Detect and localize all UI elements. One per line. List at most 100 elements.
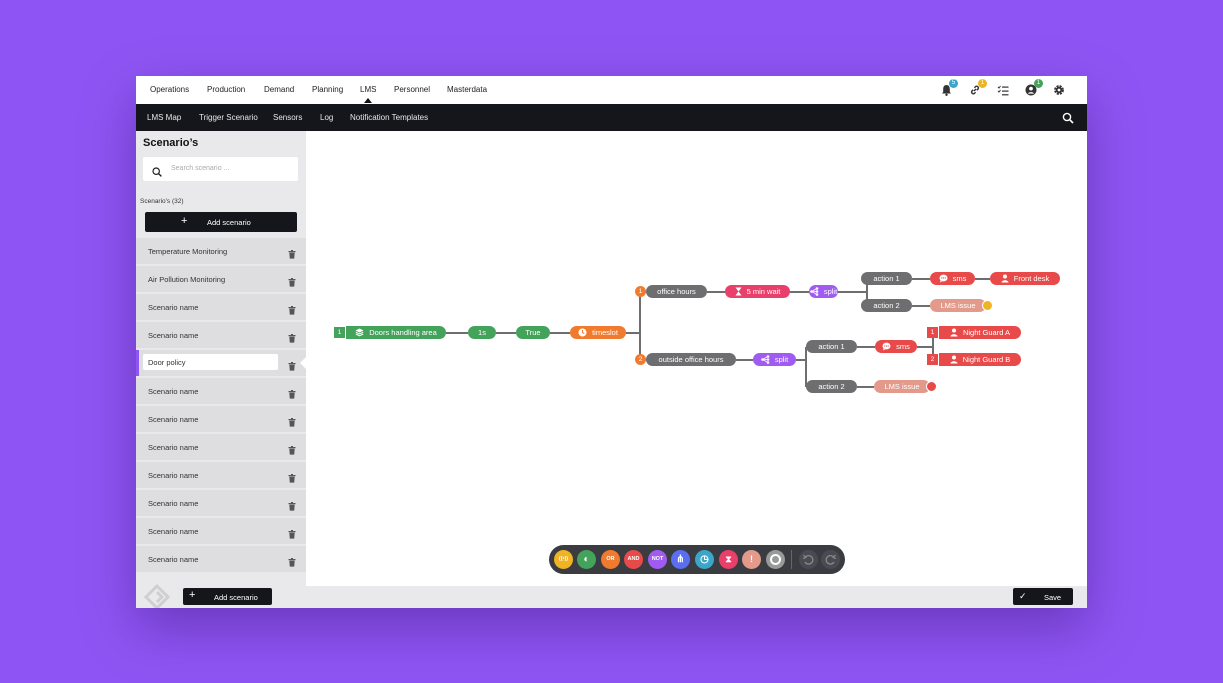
recipient-node[interactable]: Night Guard A <box>939 326 1021 339</box>
search-input[interactable]: Search scenario ... <box>143 157 298 181</box>
trash-icon[interactable] <box>288 498 296 516</box>
scenario-name: Scenario name <box>148 499 199 508</box>
nav-personnel[interactable]: Personnel <box>394 85 431 94</box>
flow-canvas[interactable]: 1 Doors handling area 1s True timeslot 1… <box>306 131 1087 586</box>
trash-icon[interactable] <box>288 274 296 292</box>
gear-icon[interactable] <box>1052 83 1066 97</box>
scenario-list-item[interactable]: Scenario name <box>136 378 306 406</box>
wait-label: 5 min wait <box>746 287 781 296</box>
app-window: Operations Production Demand Planning LM… <box>136 76 1087 608</box>
recipient-node[interactable]: Night Guard B <box>939 353 1021 366</box>
split-node[interactable]: split <box>809 285 838 298</box>
wait-node[interactable]: 5 min wait <box>725 285 790 298</box>
action-label: action 2 <box>818 382 845 391</box>
nav-lms[interactable]: LMS <box>360 85 377 94</box>
trash-icon[interactable] <box>288 414 296 432</box>
search-icon[interactable] <box>1062 111 1074 129</box>
split-node[interactable]: split <box>753 353 796 366</box>
duration-node[interactable]: 1s <box>468 326 496 339</box>
split-tool[interactable]: ⋔ <box>671 550 690 569</box>
split-label: split <box>774 355 789 364</box>
nav-operations[interactable]: Operations <box>150 85 190 94</box>
scenario-list-item[interactable]: Scenario name <box>136 434 306 462</box>
notification-badge: 5 <box>949 79 958 88</box>
add-scenario-button[interactable]: + Add scenario <box>145 212 297 232</box>
undo-button[interactable] <box>799 550 818 569</box>
status-dot <box>982 300 993 311</box>
recipient-node[interactable]: Front desk <box>990 272 1060 285</box>
office-hours-node[interactable]: office hours <box>646 285 707 298</box>
outside-office-hours-node[interactable]: outside office hours <box>646 353 736 366</box>
scenario-name: Scenario name <box>148 331 199 340</box>
nav-demand[interactable]: Demand <box>264 85 295 94</box>
scenario-name-edit-field[interactable] <box>143 354 278 370</box>
add-scenario-button[interactable]: + Add scenario <box>183 588 272 605</box>
scenario-list-item[interactable]: Temperature Monitoring <box>136 238 306 266</box>
save-button[interactable]: ✓ Save <box>1013 588 1073 605</box>
scenario-list-item[interactable]: Air Pollution Monitoring <box>136 266 306 294</box>
trash-icon[interactable] <box>288 470 296 488</box>
user-icon[interactable]: 1 <box>1024 79 1043 97</box>
trash-icon[interactable] <box>288 246 296 264</box>
scenario-name: Door policy <box>148 358 186 367</box>
trash-icon[interactable] <box>288 442 296 460</box>
condition-tool[interactable]: ◐ <box>577 550 596 569</box>
redo-button[interactable] <box>821 550 840 569</box>
action-node[interactable]: action 2 <box>861 299 912 312</box>
wait-tool[interactable]: ⧗ <box>719 550 738 569</box>
issue-tool[interactable]: ! <box>742 550 761 569</box>
bell-icon[interactable]: 5 <box>939 79 958 97</box>
condition-node[interactable]: True <box>516 326 550 339</box>
action-node[interactable]: action 1 <box>806 340 857 353</box>
subnav-lms-map[interactable]: LMS Map <box>147 113 182 122</box>
trash-icon[interactable] <box>288 358 296 376</box>
top-navigation: Operations Production Demand Planning LM… <box>136 76 1087 104</box>
lms-issue-node[interactable]: LMS issue <box>930 299 986 312</box>
search-placeholder: Search scenario ... <box>171 165 230 172</box>
or-tool[interactable]: OR <box>601 550 620 569</box>
trash-icon[interactable] <box>288 302 296 320</box>
timeslot-tool[interactable]: ◷ <box>695 550 714 569</box>
split-icon <box>810 287 819 296</box>
action-node[interactable]: action 1 <box>861 272 912 285</box>
sms-node[interactable]: sms <box>875 340 917 353</box>
link-icon[interactable]: 1 <box>968 79 987 97</box>
start-node[interactable]: Doors handling area <box>346 326 446 339</box>
scenario-name: Air Pollution Monitoring <box>148 275 226 284</box>
scenario-list-item[interactable]: Scenario name <box>136 406 306 434</box>
trash-icon[interactable] <box>288 526 296 544</box>
layers-icon <box>355 328 364 337</box>
subnav-trigger-scenario[interactable]: Trigger Scenario <box>199 113 258 122</box>
scenario-list-item[interactable]: Scenario name <box>136 518 306 546</box>
sms-node[interactable]: sms <box>930 272 975 285</box>
nav-masterdata[interactable]: Masterdata <box>447 85 488 94</box>
subnav-log[interactable]: Log <box>320 113 334 122</box>
check-icon: ✓ <box>1019 591 1027 601</box>
lms-issue-node[interactable]: LMS issue <box>874 380 930 393</box>
scenario-list-item-selected[interactable]: Door policy <box>136 350 306 378</box>
scenario-list-item[interactable]: Scenario name <box>136 462 306 490</box>
add-scenario-label: Add scenario <box>214 593 258 602</box>
scenario-list-item[interactable]: Scenario name <box>136 490 306 518</box>
not-tool[interactable]: NOT <box>648 550 667 569</box>
scenario-list-item[interactable]: Scenario name <box>136 294 306 322</box>
subnav-notification-templates[interactable]: Notification Templates <box>350 113 429 122</box>
and-tool[interactable]: AND <box>624 550 643 569</box>
checklist-icon[interactable] <box>996 83 1010 97</box>
subnav-sensors[interactable]: Sensors <box>273 113 303 122</box>
trash-icon[interactable] <box>288 330 296 348</box>
trigger-tool[interactable]: ((•)) <box>554 550 573 569</box>
split-label: split <box>823 287 838 296</box>
nav-production[interactable]: Production <box>207 85 246 94</box>
scenario-list-item[interactable]: Scenario name <box>136 546 306 574</box>
lms-issue-label: LMS issue <box>884 382 920 391</box>
active-nav-indicator <box>364 98 372 103</box>
timeslot-node[interactable]: timeslot <box>570 326 626 339</box>
action-node[interactable]: action 2 <box>806 380 857 393</box>
ring-icon <box>770 554 781 565</box>
trash-icon[interactable] <box>288 554 296 572</box>
nav-planning[interactable]: Planning <box>312 85 344 94</box>
end-tool[interactable] <box>766 550 785 569</box>
scenario-list-item[interactable]: Scenario name <box>136 322 306 350</box>
trash-icon[interactable] <box>288 386 296 404</box>
